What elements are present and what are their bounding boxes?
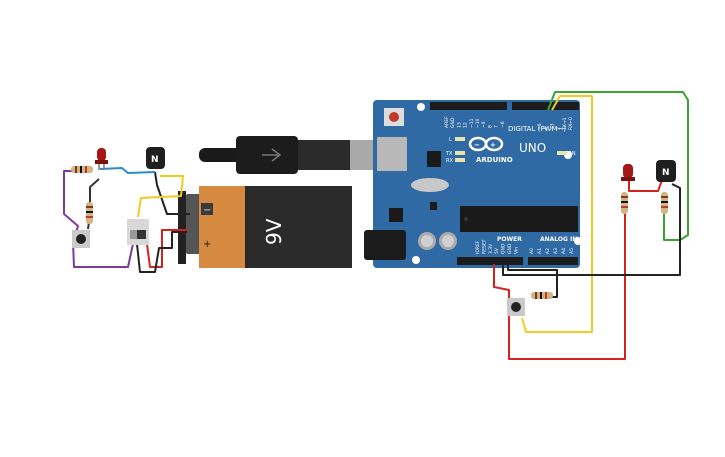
svg-text:−: − <box>474 141 480 149</box>
wire-yellow-left <box>137 175 184 218</box>
wire-yellow-right <box>521 95 593 333</box>
voltage-regulator <box>389 208 403 222</box>
wire-red-battery <box>146 229 187 268</box>
digital-pin-label: ~6 <box>500 121 506 128</box>
digital-pin-label: 12 <box>463 122 469 128</box>
wire-black-battery <box>154 171 190 215</box>
power-pin-label: Vin <box>513 247 519 254</box>
digital-pin-label: RX←0 <box>568 117 574 130</box>
analog-pin-label: A0 <box>529 248 535 254</box>
brand-label: ARDUINO <box>476 156 513 164</box>
analog-pin-label: A3 <box>553 248 559 254</box>
digital-pin-label: 13 <box>456 122 462 128</box>
led-left[interactable] <box>95 148 108 170</box>
analog-header-label: ANALOG IN <box>540 236 577 243</box>
resistor-left-vertical[interactable] <box>86 202 93 224</box>
wire-blue <box>99 167 156 174</box>
tx-led-label: TX <box>445 151 453 157</box>
wire-purple <box>63 170 134 268</box>
transistor-right-label: N <box>662 168 670 178</box>
digital-pin-label: ~11 <box>469 118 475 128</box>
l-led-label: L <box>449 137 452 143</box>
wire-resistor-left <box>89 178 100 203</box>
power-pin-label: IOREF <box>475 240 481 254</box>
transistor-left[interactable]: N <box>146 147 165 169</box>
pushbutton-right[interactable] <box>507 298 525 316</box>
resistor-left-horizontal[interactable] <box>71 166 93 173</box>
svg-text:+: + <box>490 141 496 149</box>
model-label: UNO <box>519 141 546 155</box>
digital-pin-label: TX→1 <box>562 117 568 131</box>
digital-pin-label: 8 <box>487 125 493 128</box>
resistor-right-horizontal[interactable] <box>531 292 553 299</box>
power-pin-label: 5V <box>494 247 500 254</box>
battery-9v[interactable]: − + 9V <box>178 186 352 268</box>
on-led-label: ON <box>568 151 576 157</box>
digital-pin-label: AREF <box>444 116 450 128</box>
digital-pin-label: 7 <box>494 125 500 128</box>
digital-pin-label: 2 <box>556 127 562 130</box>
transistor-right[interactable]: N <box>656 160 676 182</box>
digital-header-right <box>512 102 579 110</box>
pushbutton-left[interactable] <box>72 230 90 248</box>
resistor-right-2[interactable] <box>661 192 668 214</box>
power-header <box>457 257 523 265</box>
digital-pin-label: 4 <box>543 127 549 130</box>
battery-plus-label: + <box>203 239 211 250</box>
power-pin-label: GND <box>507 243 513 254</box>
slide-switch[interactable] <box>127 219 149 245</box>
analog-pin-label: A5 <box>569 248 575 254</box>
analog-pin-label: A4 <box>561 248 567 254</box>
analog-pin-label: A1 <box>537 248 543 254</box>
led-right[interactable] <box>621 164 635 181</box>
wire-green <box>547 91 689 241</box>
usb-chip <box>427 151 441 167</box>
digital-pin-label: GND <box>450 117 456 128</box>
digital-pin-label: ~9 <box>481 121 487 128</box>
atmega-chip <box>460 206 578 232</box>
digital-pin-label: ~10 <box>475 118 481 128</box>
digital-pin-label: ~5 <box>537 123 543 130</box>
rx-led-label: RX <box>446 158 453 164</box>
power-pin-label: 3.3V <box>488 243 494 254</box>
battery-clip <box>178 191 186 264</box>
wire-black-right-1 <box>502 183 681 276</box>
battery-minus-label: − <box>203 205 211 216</box>
digital-header-label: DIGITAL (PWM~) <box>508 125 566 133</box>
digital-header-left <box>430 102 507 110</box>
power-header-label: POWER <box>497 236 522 243</box>
battery-voltage-label: 9V <box>262 218 286 245</box>
transistor-left-label: N <box>151 155 159 165</box>
usb-cable[interactable] <box>199 136 378 174</box>
analog-pin-label: A2 <box>545 248 551 254</box>
arduino-logo: − + <box>468 136 504 152</box>
power-pin-label: GND <box>501 243 507 254</box>
wire-red-led-right <box>628 178 663 192</box>
usb-port <box>377 137 407 171</box>
wire-black-right-2 <box>507 264 558 298</box>
digital-pin-label: ~3 <box>549 123 555 130</box>
analog-header <box>528 257 578 265</box>
wire-black-switch <box>136 231 187 273</box>
power-pin-label: RESET <box>481 239 487 254</box>
crystal-oscillator <box>411 178 449 192</box>
dc-jack <box>364 230 406 260</box>
resistor-right-1[interactable] <box>621 192 628 214</box>
wire-red-right <box>493 212 626 360</box>
